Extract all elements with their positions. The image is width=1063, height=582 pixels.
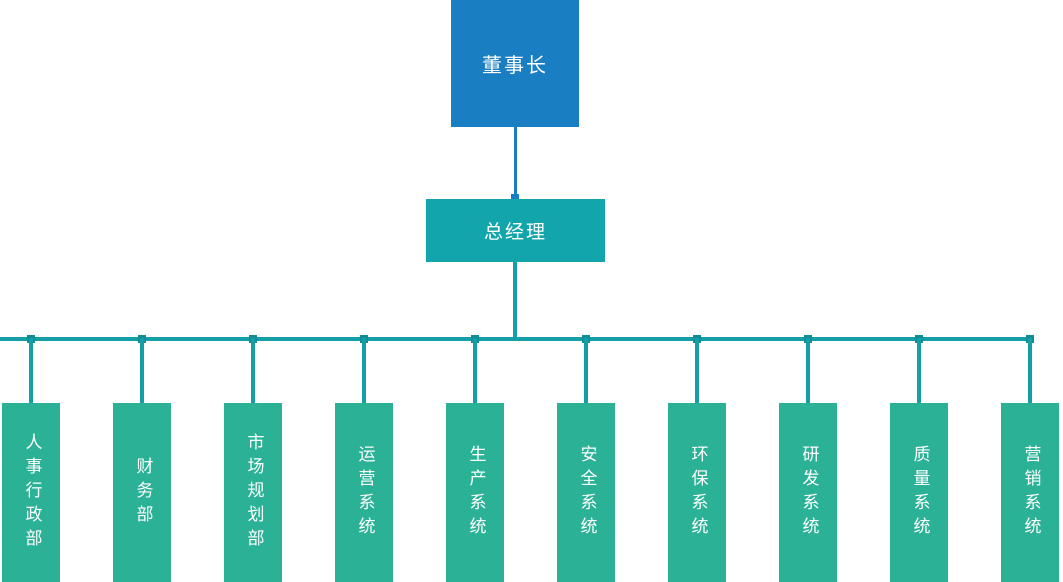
dept-label: 生产系统 (465, 444, 486, 541)
org-node-finance-dept[interactable]: 财务部 (113, 403, 171, 582)
drop-line-6 (584, 338, 588, 403)
org-node-production-system[interactable]: 生产系统 (446, 403, 504, 582)
org-node-environment-system[interactable]: 环保系统 (668, 403, 726, 582)
org-node-general-manager[interactable]: 总经理 (426, 199, 605, 262)
org-node-rnd-system[interactable]: 研发系统 (779, 403, 837, 582)
dept-label: 环保系统 (687, 444, 708, 541)
connector-root-node (511, 194, 519, 202)
chairman-label: 董事长 (482, 53, 548, 77)
org-node-safety-system[interactable]: 安全系统 (557, 403, 615, 582)
connector-horizontal-bus (0, 337, 1032, 341)
org-node-market-planning-dept[interactable]: 市场规划部 (224, 403, 282, 582)
drop-line-4 (362, 338, 366, 403)
general-manager-label: 总经理 (483, 221, 547, 243)
connector-manager-line (513, 262, 517, 338)
dept-label: 营销系统 (1020, 444, 1041, 541)
dept-label: 运营系统 (354, 444, 375, 541)
drop-line-7 (695, 338, 699, 403)
org-node-hr-admin-dept[interactable]: 人事行政部 (2, 403, 60, 582)
drop-line-2 (140, 338, 144, 403)
drop-line-1 (29, 338, 33, 403)
connector-root-line (514, 127, 517, 199)
dept-label: 安全系统 (576, 444, 597, 541)
org-node-marketing-system[interactable]: 营销系统 (1001, 403, 1059, 582)
org-node-quality-system[interactable]: 质量系统 (890, 403, 948, 582)
drop-line-5 (473, 338, 477, 403)
dept-label: 研发系统 (798, 444, 819, 541)
drop-line-3 (251, 338, 255, 403)
dept-label: 质量系统 (909, 444, 930, 541)
org-node-chairman[interactable]: 董事长 (451, 0, 579, 127)
drop-line-10 (1028, 338, 1032, 403)
org-node-operations-system[interactable]: 运营系统 (335, 403, 393, 582)
dept-label: 市场规划部 (243, 432, 264, 553)
dept-label: 财务部 (132, 456, 153, 529)
drop-line-8 (806, 338, 810, 403)
dept-label: 人事行政部 (21, 432, 42, 553)
drop-line-9 (917, 338, 921, 403)
